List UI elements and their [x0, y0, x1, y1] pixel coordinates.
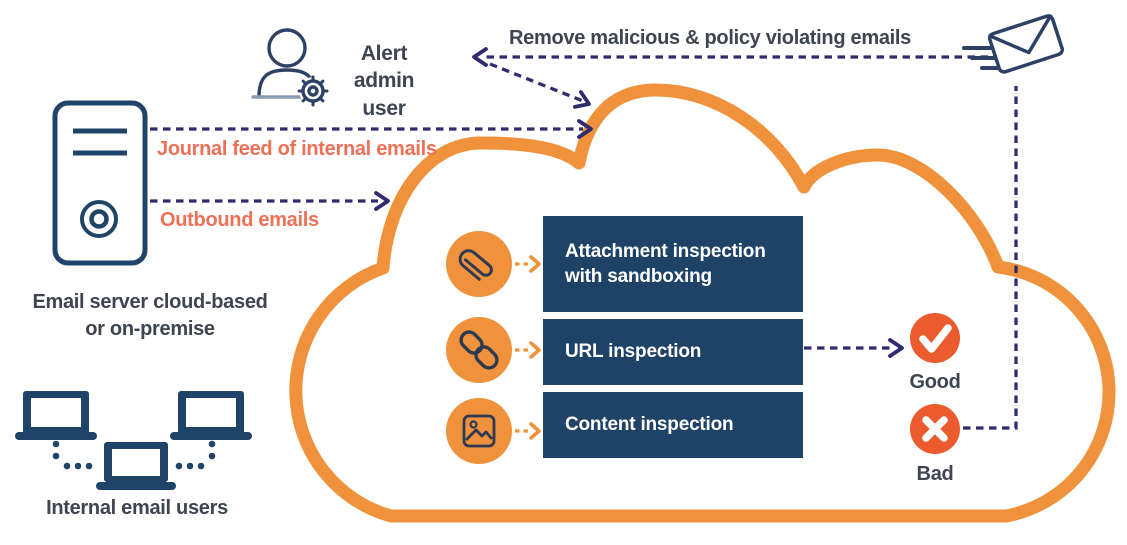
outbound-arrowhead: [374, 191, 390, 211]
outbound-emails-label: Outbound emails: [160, 209, 319, 231]
sent-email-icon: [962, 13, 1065, 74]
laptop-icon: [170, 391, 252, 440]
url-inspection-label: URL inspection: [565, 341, 702, 363]
cloud-outline: [289, 83, 1116, 523]
good-label: Good: [909, 371, 961, 393]
verdict-badges: [910, 313, 960, 454]
mini-arrowhead: [529, 255, 541, 273]
check-icon: [919, 324, 952, 353]
content-inspection-label: Content inspection: [565, 414, 734, 436]
email-server-icon: [52, 100, 148, 266]
image-icon: [462, 414, 496, 448]
url-to-good-arrowhead: [888, 338, 904, 358]
paperclip-icon: [458, 249, 493, 281]
mini-arrowhead: [529, 341, 541, 359]
remove-emails-arrowhead: [472, 47, 488, 67]
journal-feed-arrowhead: [577, 119, 593, 139]
diagonal-arrowhead: [572, 90, 591, 109]
laptop-icon: [96, 442, 176, 490]
remove-emails-label: Remove malicious & policy violating emai…: [509, 27, 911, 49]
laptop-icon: [15, 391, 97, 440]
bad-to-envelope-connector-line: [963, 86, 1018, 430]
url-inspection-box: URL inspection: [543, 319, 803, 385]
mini-arrowhead: [529, 422, 541, 440]
content-inspection-box: Content inspection: [543, 392, 803, 458]
internal-users-label: Internal email users: [46, 497, 228, 519]
attachment-inspection-box: Attachment inspection with sandboxing: [543, 216, 803, 312]
cross-icon: [922, 416, 948, 442]
journal-feed-label: Journal feed of internal emails: [157, 138, 437, 160]
gear-icon: [297, 75, 329, 107]
good-badge: [910, 313, 960, 363]
alert-admin-label: Alert admin user: [353, 42, 415, 120]
internal-users-laptops: [15, 391, 252, 490]
network-dots: [52, 440, 216, 470]
attachment-inspection-label: Attachment inspection with sandboxing: [565, 240, 766, 287]
cloud-to-admin-diagonal-line: [489, 62, 584, 103]
admin-user-icon: [251, 28, 329, 107]
bad-label: Bad: [916, 463, 954, 485]
email-server-label: Email server cloud-based or on-premise: [32, 291, 268, 340]
inspection-icons: [446, 231, 512, 464]
